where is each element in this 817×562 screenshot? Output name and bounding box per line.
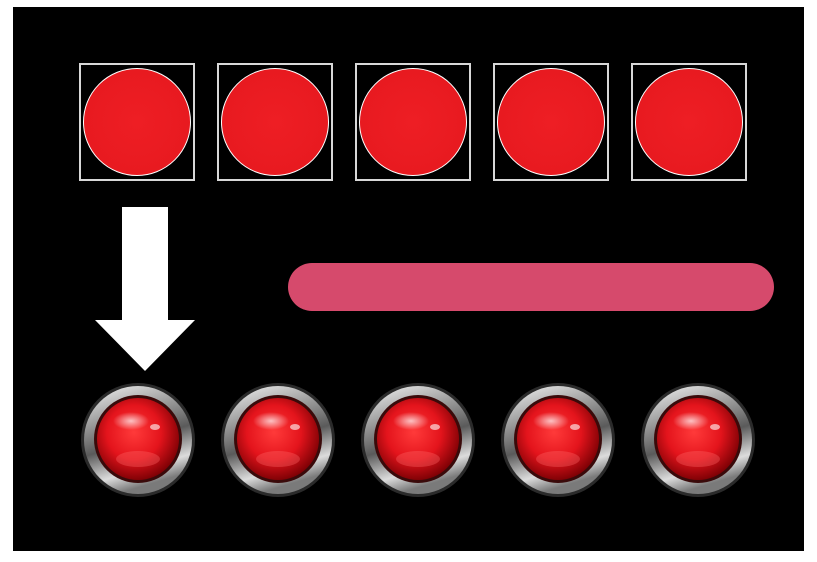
- led-reflection: [116, 451, 160, 467]
- led-highlight-small: [430, 424, 440, 430]
- led-highlight-small: [570, 424, 580, 430]
- led-button[interactable]: [219, 381, 337, 499]
- red-led-button-icon: [79, 381, 197, 499]
- led-highlight-small: [290, 424, 300, 430]
- flat-light-cell[interactable]: [217, 63, 333, 181]
- led-highlight: [673, 412, 709, 430]
- led-button[interactable]: [79, 381, 197, 499]
- red-led-button-icon: [359, 381, 477, 499]
- led-reflection: [256, 451, 300, 467]
- led-reflection: [536, 451, 580, 467]
- led-lens: [517, 398, 599, 480]
- slot-bar: [288, 263, 774, 311]
- led-lens: [377, 398, 459, 480]
- flat-light-cell[interactable]: [631, 63, 747, 181]
- board-panel: [13, 7, 804, 551]
- led-button[interactable]: [499, 381, 617, 499]
- led-button[interactable]: [639, 381, 757, 499]
- led-button-row: [79, 381, 757, 499]
- red-led-button-icon: [639, 381, 757, 499]
- flat-light-row: [79, 63, 747, 181]
- flat-light-cell[interactable]: [355, 63, 471, 181]
- led-highlight: [113, 412, 149, 430]
- led-highlight-small: [710, 424, 720, 430]
- led-lens: [237, 398, 319, 480]
- arrow-shape: [95, 207, 195, 371]
- led-highlight: [533, 412, 569, 430]
- red-light-icon: [359, 68, 467, 176]
- red-light-icon: [83, 68, 191, 176]
- led-highlight: [393, 412, 429, 430]
- red-light-icon: [635, 68, 743, 176]
- red-led-button-icon: [499, 381, 617, 499]
- led-lens: [97, 398, 179, 480]
- flat-light-cell[interactable]: [493, 63, 609, 181]
- led-lens: [657, 398, 739, 480]
- led-highlight: [253, 412, 289, 430]
- led-highlight-small: [150, 424, 160, 430]
- red-light-icon: [221, 68, 329, 176]
- led-reflection: [396, 451, 440, 467]
- arrow-down-icon: [95, 207, 195, 371]
- red-light-icon: [497, 68, 605, 176]
- led-reflection: [676, 451, 720, 467]
- flat-light-cell[interactable]: [79, 63, 195, 181]
- led-button[interactable]: [359, 381, 477, 499]
- red-led-button-icon: [219, 381, 337, 499]
